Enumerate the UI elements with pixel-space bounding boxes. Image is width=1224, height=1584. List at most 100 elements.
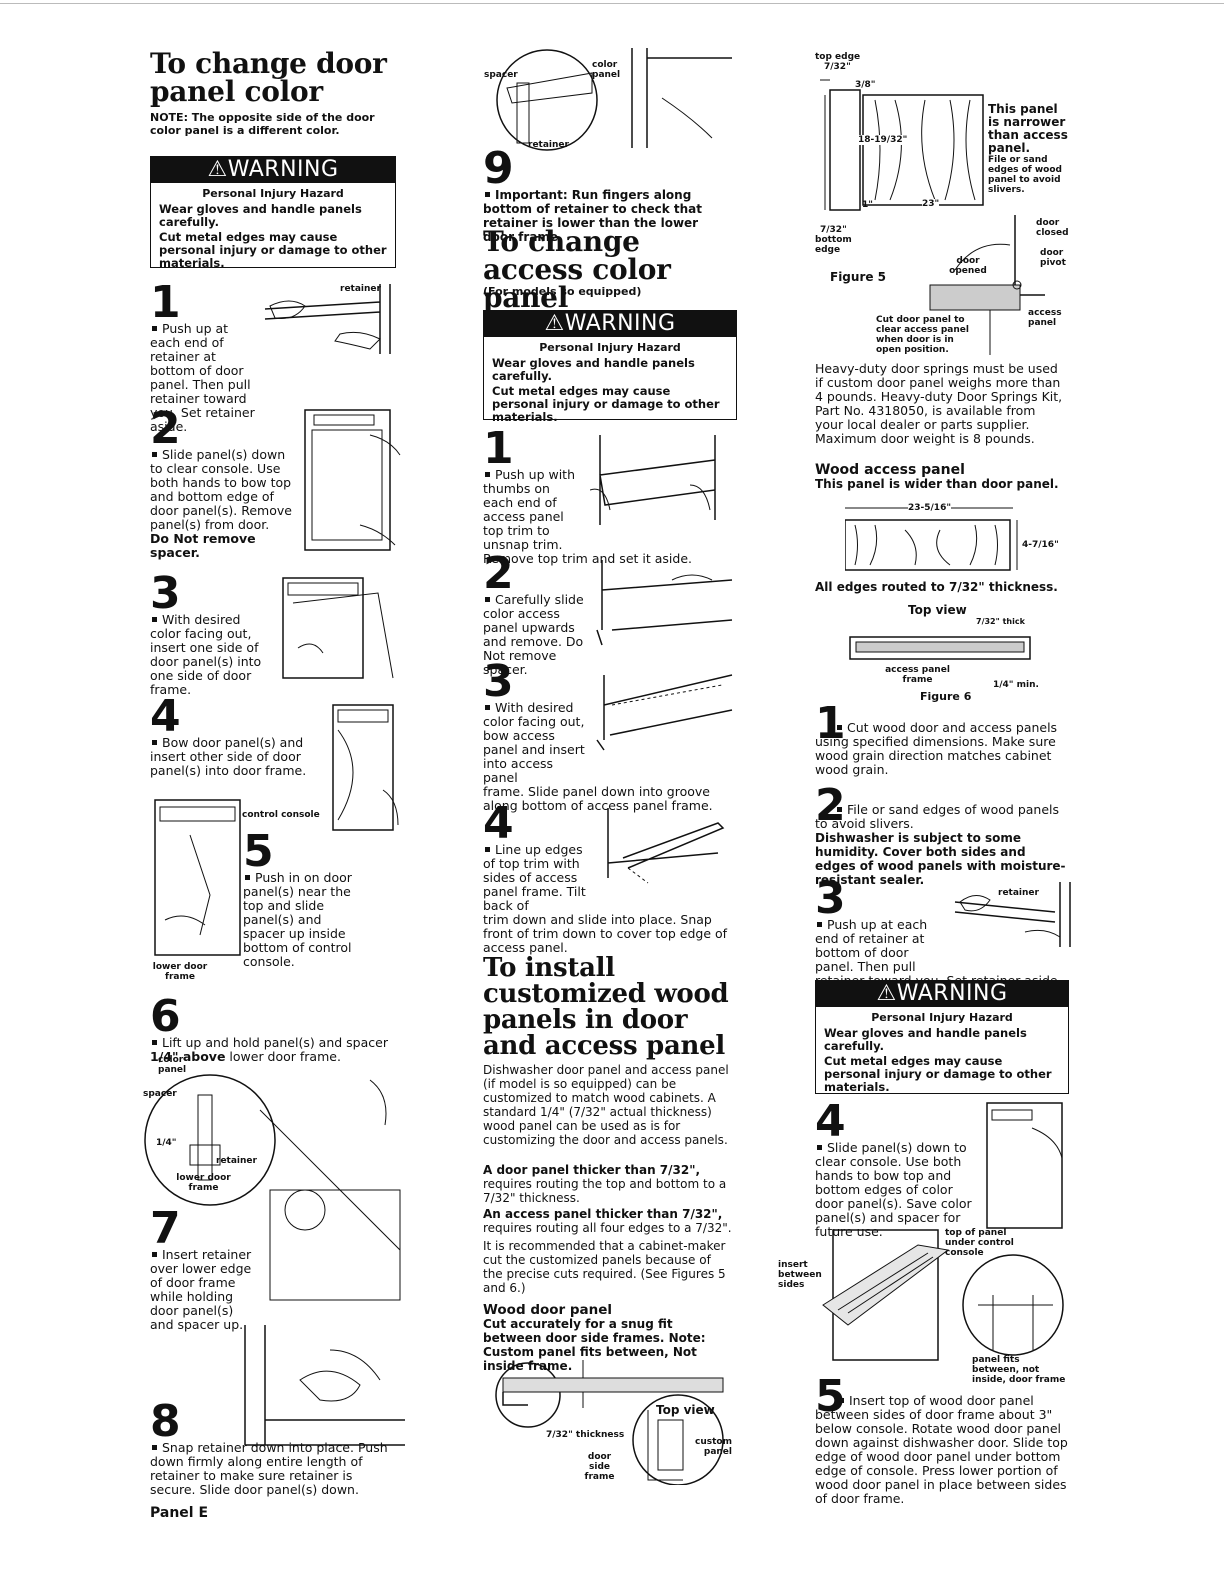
access-trim-illustration-4 bbox=[598, 808, 728, 888]
door-step-8: 8 Snap retainer down into place. Push do… bbox=[150, 1400, 395, 1497]
top-of-panel-label: top of panel under control console bbox=[945, 1228, 1014, 1258]
dishwasher-illustration-2 bbox=[300, 405, 405, 555]
door-closed-label: door closed bbox=[1036, 218, 1069, 238]
spacer-label: spacer bbox=[484, 70, 518, 80]
fig6-thick-label: 7/32" thick bbox=[976, 617, 1025, 626]
step-number: 4 bbox=[483, 798, 514, 849]
door-step-5: 5 Push in on door panel(s) near the top … bbox=[243, 830, 358, 969]
step-text: Slide panel(s) down to clear console. Us… bbox=[815, 1140, 972, 1239]
section-title-wood-panels: To install customized wood panels in doo… bbox=[483, 953, 729, 1061]
step-text: Push up at each end of retainer at botto… bbox=[815, 917, 928, 974]
fig6-edges-note: All edges routed to 7/32" thickness. bbox=[815, 580, 1058, 594]
step-number: 5 bbox=[815, 1371, 846, 1422]
panel-fits-label: panel fits between, not inside, door fra… bbox=[972, 1355, 1066, 1385]
warning-header: ⚠WARNING bbox=[816, 981, 1068, 1007]
dishwasher-illustration-5 bbox=[150, 795, 245, 960]
step-text: Important: Run fingers along bottom of r… bbox=[483, 188, 702, 244]
wood-door-panel-figure bbox=[815, 70, 990, 220]
step-text: Slide panel(s) down to clear console. Us… bbox=[150, 447, 292, 532]
cabinetmaker-note: It is recommended that a cabinet-maker c… bbox=[483, 1239, 726, 1295]
door-step-2: 2 Slide panel(s) down to clear console. … bbox=[150, 407, 295, 560]
warning-line-1: Wear gloves and handle panels carefully. bbox=[492, 356, 695, 383]
step-text: Push in on door panel(s) near the top an… bbox=[243, 870, 352, 969]
door-step-1: 1 Push up at each end of retainer at bot… bbox=[150, 281, 400, 434]
wood-access-panel-heading: Wood access panel bbox=[815, 462, 965, 478]
wood-step-2: 2 File or sand edges of wood panels to a… bbox=[815, 784, 1070, 888]
door-step-3: 3 With desired color facing out, insert … bbox=[150, 572, 270, 697]
warning-box-2: ⚠WARNING Personal Injury Hazard Wear glo… bbox=[483, 310, 737, 424]
insert-between-sides-label: insert between sides bbox=[778, 1260, 822, 1290]
warning-line-2: Cut metal edges may cause personal injur… bbox=[159, 230, 387, 270]
wood-door-top-view-illustration bbox=[483, 1360, 743, 1485]
warning-line-2: Cut metal edges may cause personal injur… bbox=[492, 384, 720, 424]
warning-box-3: ⚠WARNING Personal Injury Hazard Wear glo… bbox=[815, 980, 1069, 1094]
warning-subheader: Personal Injury Hazard bbox=[202, 187, 344, 200]
step-text: File or sand edges of wood panels to avo… bbox=[815, 802, 1060, 831]
access-frame-top-view bbox=[848, 632, 1038, 667]
warning-box-1: ⚠WARNING Personal Injury Hazard Wear glo… bbox=[150, 156, 396, 270]
warning-line-1: Wear gloves and handle panels carefully. bbox=[824, 1026, 1027, 1053]
door-thicker-note: A door panel thicker than 7/32", require… bbox=[483, 1163, 727, 1205]
top-edge-label: top edge bbox=[815, 52, 861, 62]
access-step-2: 2 Carefully slide color access panel upw… bbox=[483, 548, 593, 677]
top-view-label: Top view bbox=[656, 1403, 715, 1417]
insert-wood-panel-illustration bbox=[818, 1225, 1068, 1370]
step-text: Cut wood door and access panels using sp… bbox=[815, 720, 1058, 777]
step-warning-text: Do Not remove spacer. bbox=[150, 531, 256, 560]
warning-line-1: Wear gloves and handle panels carefully. bbox=[159, 202, 362, 229]
retainer-label: retainer bbox=[216, 1156, 257, 1166]
retainer-detail-illustration bbox=[140, 1050, 410, 1310]
dishwasher-illustration-w4 bbox=[982, 1098, 1067, 1233]
step-text: Push up with thumbs on each end of acces… bbox=[483, 467, 575, 552]
step-text: Push up at each end of retainer at botto… bbox=[150, 321, 255, 434]
step-text: Insert top of wood door panel between si… bbox=[815, 1393, 1068, 1506]
wood-step-4: 4 Slide panel(s) down to clear console. … bbox=[815, 1100, 980, 1239]
lower-door-frame-label: lower door frame bbox=[152, 962, 208, 982]
step-text: Snap retainer down into place. Push down… bbox=[150, 1440, 388, 1497]
wood-access-panel-note: This panel is wider than door panel. bbox=[815, 477, 1059, 491]
custom-panel-label: custom panel bbox=[695, 1437, 732, 1457]
door-step-4: 4 Bow door panel(s) and insert other sid… bbox=[150, 691, 325, 778]
fig6-top-view-label: Top view bbox=[908, 603, 967, 617]
narrower-note: This panel is narrower than access panel… bbox=[988, 102, 1068, 196]
quarter-inch-label: 1/4" bbox=[156, 1138, 177, 1148]
warning-subheader: Personal Injury Hazard bbox=[871, 1011, 1013, 1024]
fig6-height-label: 4-7/16" bbox=[1022, 540, 1059, 550]
step-text: Line up edges of top trim with sides of … bbox=[483, 842, 586, 913]
snap-retainer-illustration bbox=[240, 1320, 410, 1450]
access-thicker-note: An access panel thicker than 7/32", requ… bbox=[483, 1207, 732, 1235]
door-color-note: NOTE: The opposite side of the door colo… bbox=[150, 111, 375, 137]
step-number: 6 bbox=[150, 991, 181, 1042]
step-number: 4 bbox=[150, 691, 181, 742]
door-step-9: 9 Important: Run fingers along bottom of… bbox=[483, 147, 723, 245]
height-label: 18-19/32" bbox=[858, 135, 908, 145]
dishwasher-illustration-4 bbox=[328, 700, 403, 835]
access-panel-illustration-2 bbox=[592, 560, 737, 650]
cut-note-label: Cut door panel to clear access panel whe… bbox=[876, 315, 969, 355]
door-side-frame-label: door side frame bbox=[584, 1452, 615, 1482]
step-text-continued: frame. Slide panel down into groove alon… bbox=[483, 784, 713, 813]
door-springs-note: Heavy-duty door springs must be used if … bbox=[815, 361, 1063, 446]
spacer-detail-illustration bbox=[482, 48, 737, 153]
color-panel-label: color panel bbox=[592, 60, 621, 80]
step-text: Carefully slide color access panel upwar… bbox=[483, 592, 584, 677]
page-footer: Panel E bbox=[150, 1505, 209, 1521]
section-title-door-color: To change door panel color bbox=[150, 47, 387, 108]
step-number: 3 bbox=[815, 873, 846, 924]
access-step-3: 3 With desired color facing out, bow acc… bbox=[483, 656, 723, 813]
access-trim-illustration-1 bbox=[590, 435, 725, 530]
step-number: 2 bbox=[483, 548, 514, 599]
figure-6-caption: Figure 6 bbox=[920, 690, 972, 703]
width-label: 23" bbox=[922, 199, 940, 209]
step-number: 3 bbox=[483, 656, 514, 707]
warning-subheader: Personal Injury Hazard bbox=[539, 341, 681, 354]
step-text: With desired color facing out, insert on… bbox=[150, 612, 262, 697]
step-text-continued: Remove top trim and set it aside. bbox=[483, 551, 692, 566]
wood-step-1: 1 Cut wood door and access panels using … bbox=[815, 702, 1070, 777]
bottom-value-label: 7/32" bbox=[820, 225, 847, 235]
step-text: Bow door panel(s) and insert other side … bbox=[150, 735, 307, 778]
retainer-illustration-1: retainer bbox=[260, 284, 400, 356]
spacer-label: spacer bbox=[143, 1089, 177, 1099]
thickness-label: 7/32" thickness bbox=[546, 1430, 625, 1440]
access-color-subtitle: (For models so equipped) bbox=[483, 285, 642, 298]
